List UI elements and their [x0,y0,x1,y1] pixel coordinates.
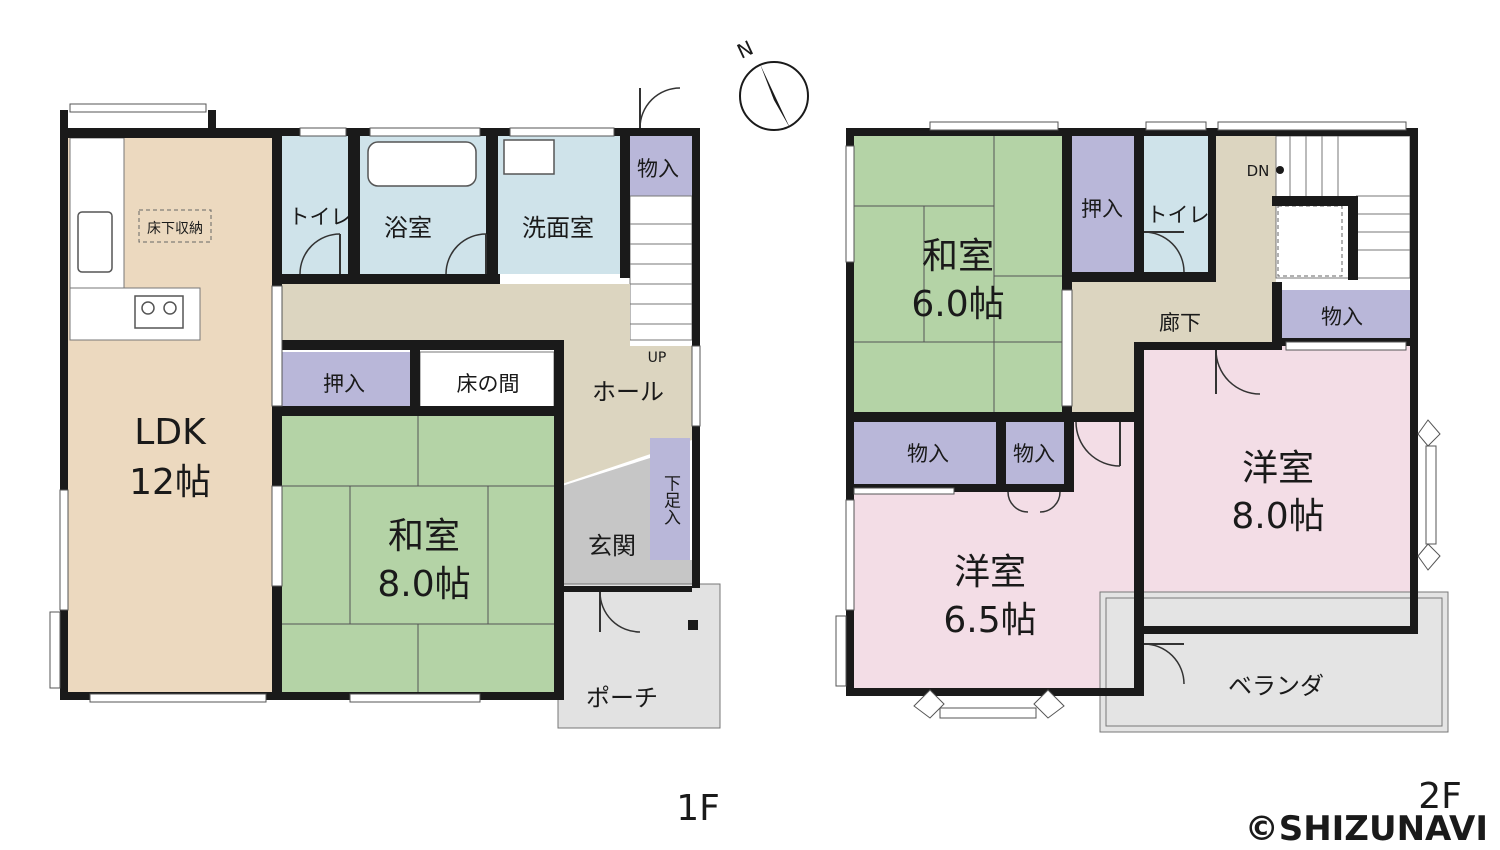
yoshitsu-65-label: 洋室 [954,552,1026,593]
yoshitsu-65-floor [854,412,1134,688]
porch-floor [557,583,721,729]
burner-icon [163,301,177,315]
toilet-2f-label: トイレ [1147,203,1210,227]
tokonoma-label: 床の間 [457,372,520,396]
windows-2f [835,121,1441,719]
washbasin-icon [503,139,555,175]
doors-2f [1007,231,1261,685]
storage-1f-label: 物入 [637,157,679,181]
toilet-1f-label: トイレ [289,205,352,229]
corridor-label: 廊下 [1159,311,1201,335]
tatami-lines-2f [854,136,1062,412]
floor-2 [835,121,1449,733]
tokonoma-floor [419,351,555,409]
compass [739,61,809,131]
underfloor-storage-label: 床下収納 [147,221,203,237]
dn-label: DN [1247,162,1270,180]
storage-2f-right-label: 物入 [1321,305,1363,329]
underfloor-storage [138,209,212,243]
washroom-label: 洗面室 [522,214,594,242]
oshiire-2f-floor [1072,136,1134,272]
washitsu-2f-floor [854,136,1062,412]
oshiire-1f-floor [282,352,410,408]
stair-1f [629,195,693,341]
shoe-storage-label: 下足入 [660,475,681,526]
washitsu-1f-label: 和室 [388,516,460,557]
compass-needle-icon [760,64,790,128]
oshiire-2f-label: 押入 [1081,197,1123,221]
porch-light-icon [688,620,698,630]
bathtub-icon [367,141,477,187]
storage-2f-b-floor [1006,422,1064,484]
hall-label: ホール [592,378,664,406]
up-label: UP [648,350,667,366]
yoshitsu-80-floor [1144,346,1410,626]
washitsu-2f-label: 和室 [922,236,994,277]
veranda-floor [1099,591,1449,733]
doors-1f [299,87,681,633]
oshiire-1f-label: 押入 [323,372,365,396]
yoshitsu-80-size: 8.0帖 [1231,496,1324,537]
void-2f [1277,205,1343,277]
hall-floor [282,284,692,484]
burner-icon [141,301,155,315]
washitsu-1f-size: 8.0帖 [377,564,470,605]
walls-1f [60,110,700,700]
stove-icon [134,295,184,329]
veranda-inner [1105,597,1443,727]
floor-1-label: 1F [676,788,720,829]
storage-2f-b-label: 物入 [1013,442,1055,466]
genkan-floor [562,458,692,590]
porch-label: ポーチ [586,684,658,712]
veranda-label: ベランダ [1228,672,1324,700]
floor-2-label: 2F [1418,776,1462,817]
toilet-2f-floor [1144,136,1208,272]
toilet-1f-floor [282,134,348,274]
compass-north-label: N [733,36,757,64]
ldk-label: LDK [134,412,207,453]
sink-icon [77,211,113,273]
walls-2f [846,128,1418,696]
entrance-label: 玄関 [588,532,636,560]
storage-2f-a-floor [854,422,996,484]
yoshitsu-80-label: 洋室 [1242,448,1314,489]
tatami-lines-1f [282,416,554,692]
windows-1f [49,103,701,703]
bath-label: 浴室 [384,214,432,242]
copyright-watermark: ©SHIZUNAVI [1245,809,1488,849]
storage-2f-a-label: 物入 [907,442,949,466]
dn-marker [1276,166,1284,174]
storage-2f-right-floor [1282,290,1410,342]
floor-1 [49,87,721,729]
stair-treads-2f [1289,136,1410,251]
ldk-size: 12帖 [129,462,211,503]
washitsu-2f-size: 6.0帖 [911,284,1004,325]
shoe-storage-floor [650,438,690,560]
stair-treads-1f [630,223,692,325]
yoshitsu-65-size: 6.5帖 [943,600,1036,641]
